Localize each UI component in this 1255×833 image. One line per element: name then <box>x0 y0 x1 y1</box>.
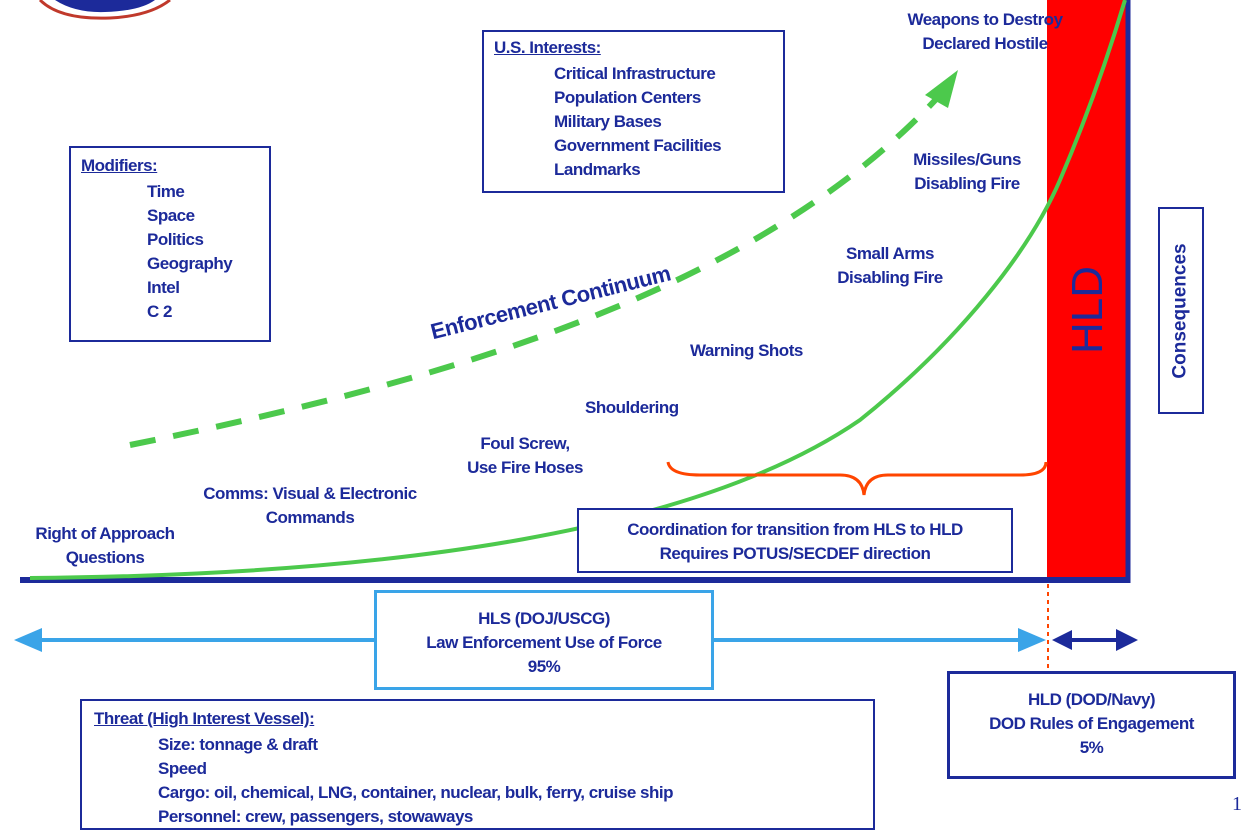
consequences-label: Consequences <box>1170 242 1191 379</box>
modifier-item: Geography <box>147 254 233 273</box>
page-number: 1 <box>1232 793 1242 815</box>
step-small-arms: Small Arms Disabling Fire <box>800 242 980 290</box>
step-shouldering: Shouldering <box>585 398 679 417</box>
threat-list: Size: tonnage & draft Speed Cargo: oil, … <box>158 733 673 829</box>
modifiers-box: Modifiers: Time Space Politics Geography… <box>69 146 271 342</box>
hld-arrow-right-head <box>1116 629 1138 651</box>
interest-item: Critical Infrastructure <box>554 64 716 83</box>
seal-logo <box>38 0 171 20</box>
hls-arrow-left-head <box>14 628 42 652</box>
hls-box: HLS (DOJ/USCG) Law Enforcement Use of Fo… <box>374 590 714 690</box>
step-approach-line2: Questions <box>65 548 145 567</box>
consequences-box: Consequences <box>1158 207 1204 414</box>
interest-item: Military Bases <box>554 112 662 131</box>
modifiers-list: Time Space Politics Geography Intel C 2 <box>147 180 233 324</box>
continuum-arrow-line <box>129 92 943 448</box>
hls-line3: 95% <box>527 657 561 676</box>
threat-box: Threat (High Interest Vessel): Size: ton… <box>80 699 875 830</box>
us-interests-list: Critical Infrastructure Population Cente… <box>554 62 722 182</box>
escalation-curve <box>29 0 1127 580</box>
hls-line2: Law Enforcement Use of Force <box>426 633 662 652</box>
hls-arrow-right-head <box>1018 628 1046 652</box>
step-foul-screw-line2: Use Fire Hoses <box>467 458 583 477</box>
us-interests-box: U.S. Interests: Critical Infrastructure … <box>482 30 785 193</box>
step-weapons-line1: Weapons to Destroy <box>907 10 1063 29</box>
hld-line3: 5% <box>1079 738 1104 757</box>
modifier-item: Politics <box>147 230 204 249</box>
hld-box: HLD (DOD/Navy) DOD Rules of Engagement 5… <box>947 671 1236 779</box>
threat-item: Cargo: oil, chemical, LNG, container, nu… <box>158 783 673 802</box>
hld-arrow-left-head <box>1052 630 1072 650</box>
step-comms-line2: Commands <box>265 508 355 527</box>
threat-title: Threat (High Interest Vessel): <box>94 709 315 728</box>
interest-item: Landmarks <box>554 160 641 179</box>
coordination-line2: Requires POTUS/SECDEF direction <box>659 544 931 563</box>
hld-bar <box>1047 0 1127 583</box>
coordination-line1: Coordination for transition from HLS to … <box>627 520 963 539</box>
step-foul-screw: Foul Screw, Use Fire Hoses <box>430 432 620 480</box>
step-foul-screw-line1: Foul Screw, <box>480 434 570 453</box>
step-missiles-line1: Missiles/Guns <box>913 150 1021 169</box>
interest-item: Population Centers <box>554 88 701 107</box>
step-weapons-line2: Declared Hostile <box>922 34 1048 53</box>
step-missiles-line2: Disabling Fire <box>914 174 1020 193</box>
step-missiles: Missiles/Guns Disabling Fire <box>882 148 1052 196</box>
step-comms: Comms: Visual & Electronic Commands <box>165 482 455 530</box>
modifiers-title: Modifiers: <box>81 156 158 175</box>
step-small-arms-line2: Disabling Fire <box>837 268 943 287</box>
modifier-item: C 2 <box>147 302 172 321</box>
hld-line1: HLD (DOD/Navy) <box>1027 690 1156 709</box>
step-warning-shots: Warning Shots <box>690 341 803 360</box>
hld-bar-label: HLD <box>1063 265 1112 355</box>
threat-item: Personnel: crew, passengers, stowaways <box>158 807 473 826</box>
modifier-item: Space <box>147 206 195 225</box>
interest-item: Government Facilities <box>554 136 722 155</box>
threat-item: Speed <box>158 759 207 778</box>
step-comms-line1: Comms: Visual & Electronic <box>203 484 417 503</box>
step-approach-line1: Right of Approach <box>35 524 175 543</box>
hld-line2: DOD Rules of Engagement <box>989 714 1194 733</box>
step-weapons: Weapons to Destroy Declared Hostile <box>870 8 1100 56</box>
coordination-box: Coordination for transition from HLS to … <box>577 508 1013 573</box>
step-approach: Right of Approach Questions <box>5 522 205 570</box>
threat-item: Size: tonnage & draft <box>158 735 318 754</box>
hls-line1: HLS (DOJ/USCG) <box>478 609 610 628</box>
modifier-item: Intel <box>147 278 180 297</box>
step-small-arms-line1: Small Arms <box>846 244 934 263</box>
continuum-arrow-head <box>925 70 958 108</box>
hld-bar-label-wrap: HLD <box>1058 260 1118 360</box>
modifier-item: Time <box>147 182 185 201</box>
us-interests-title: U.S. Interests: <box>494 38 601 57</box>
coordination-bracket <box>666 461 1048 496</box>
